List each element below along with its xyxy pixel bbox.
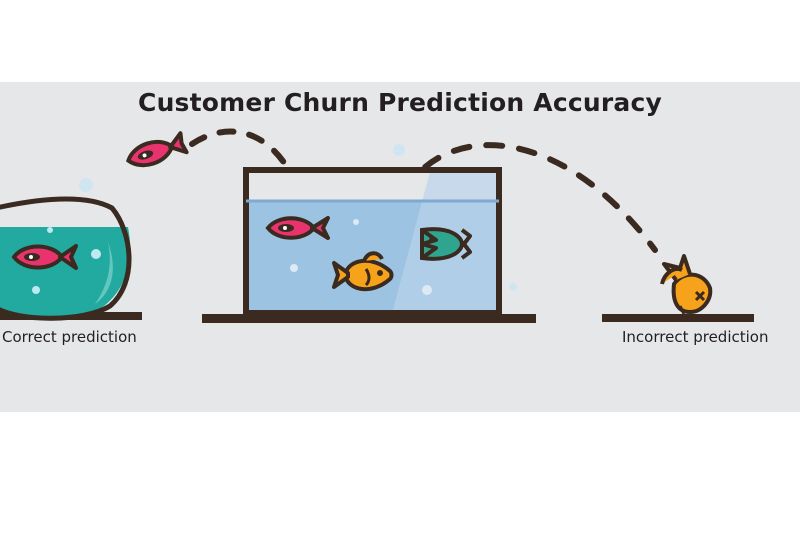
stranded-fish-icon [660, 254, 713, 315]
jump-path-left [189, 128, 303, 195]
diagram-title: Customer Churn Prediction Accuracy [138, 88, 662, 117]
green-fish-icon [420, 227, 472, 261]
ground-right [602, 314, 754, 322]
incorrect-prediction-label: Incorrect prediction [622, 328, 769, 346]
fish-tank [202, 167, 536, 323]
illustration-artwork [0, 128, 754, 323]
jumping-fish-icon [126, 131, 189, 168]
fish-in-bowl-icon [11, 244, 78, 270]
churn-illustration: Customer Churn Prediction Accuracy Corre… [0, 82, 800, 412]
correct-prediction-label: Correct prediction [2, 328, 137, 346]
orange-fish-icon [332, 251, 394, 292]
pink-fish-icon [265, 216, 330, 240]
